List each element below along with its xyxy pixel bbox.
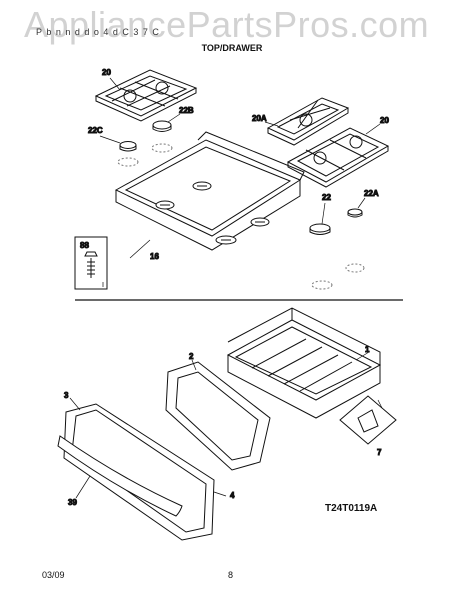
grate-right-20a[interactable] [266, 97, 350, 146]
callout-20-left: 20 [102, 68, 111, 77]
callout-22c: 22C [88, 126, 103, 135]
callout-16: 16 [150, 252, 159, 261]
screw-88-box[interactable] [74, 236, 108, 290]
footer-date: 03/09 [42, 570, 65, 580]
leader-lines-top [99, 77, 381, 287]
callout-20-right: 20 [380, 116, 389, 125]
callout-22a: 22A [364, 189, 379, 198]
callout-2: 2 [189, 352, 194, 361]
callout-4: 4 [230, 491, 235, 500]
grate-left-20[interactable] [94, 69, 198, 122]
callout-22: 22 [322, 193, 331, 202]
callout-3: 3 [64, 391, 69, 400]
grate-right-20[interactable] [286, 127, 390, 188]
watermark: AppliancePartsPros.com [24, 4, 430, 45]
burner-cap-22[interactable] [309, 223, 331, 235]
callout-22b: 22B [179, 106, 194, 115]
callout-88: 88 [80, 241, 89, 250]
drawer-clip-7-box[interactable] [339, 395, 397, 445]
callout-20a: 20A [252, 114, 267, 123]
drawer-frame-2[interactable] [165, 361, 271, 471]
burner-ghost-marks [117, 143, 365, 290]
drawer-handle-39[interactable] [57, 435, 183, 517]
callout-7: 7 [377, 448, 382, 457]
callout-39: 39 [68, 498, 77, 507]
header-model-line: P b n n d d o 4 d C 3 7 C [36, 27, 160, 37]
callout-1: 1 [365, 345, 370, 354]
burner-cap-22a[interactable] [347, 208, 363, 218]
section-title: TOP/DRAWER [201, 43, 263, 53]
diagram-code: T24T0119A [325, 503, 378, 514]
leader-lines-drawer [69, 351, 383, 499]
burner-cap-22c[interactable] [119, 141, 137, 152]
cooktop-16[interactable] [114, 131, 305, 251]
footer-page-number: 8 [228, 570, 234, 580]
burner-cap-22b[interactable] [152, 120, 172, 132]
drawer-box-1[interactable] [226, 307, 382, 419]
